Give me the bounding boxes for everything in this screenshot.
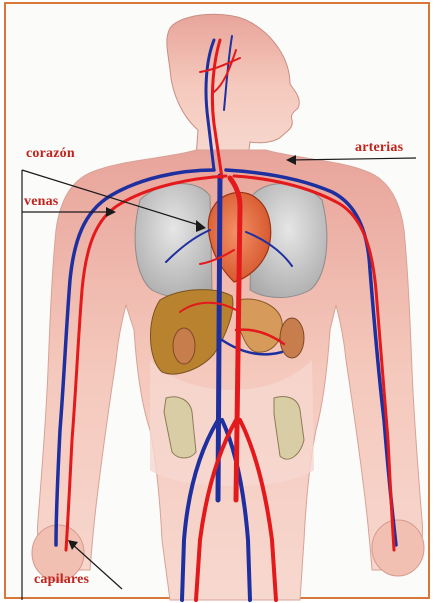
- left-kidney: [173, 328, 195, 364]
- label-veins: venas: [24, 194, 58, 210]
- right-kidney: [280, 318, 304, 358]
- label-heart: corazón: [26, 146, 75, 162]
- left-lung: [135, 184, 212, 298]
- label-arteries: arterias: [355, 140, 403, 156]
- right-hand: [372, 520, 424, 576]
- head: [167, 14, 299, 158]
- label-capillaries: capilares: [34, 572, 89, 588]
